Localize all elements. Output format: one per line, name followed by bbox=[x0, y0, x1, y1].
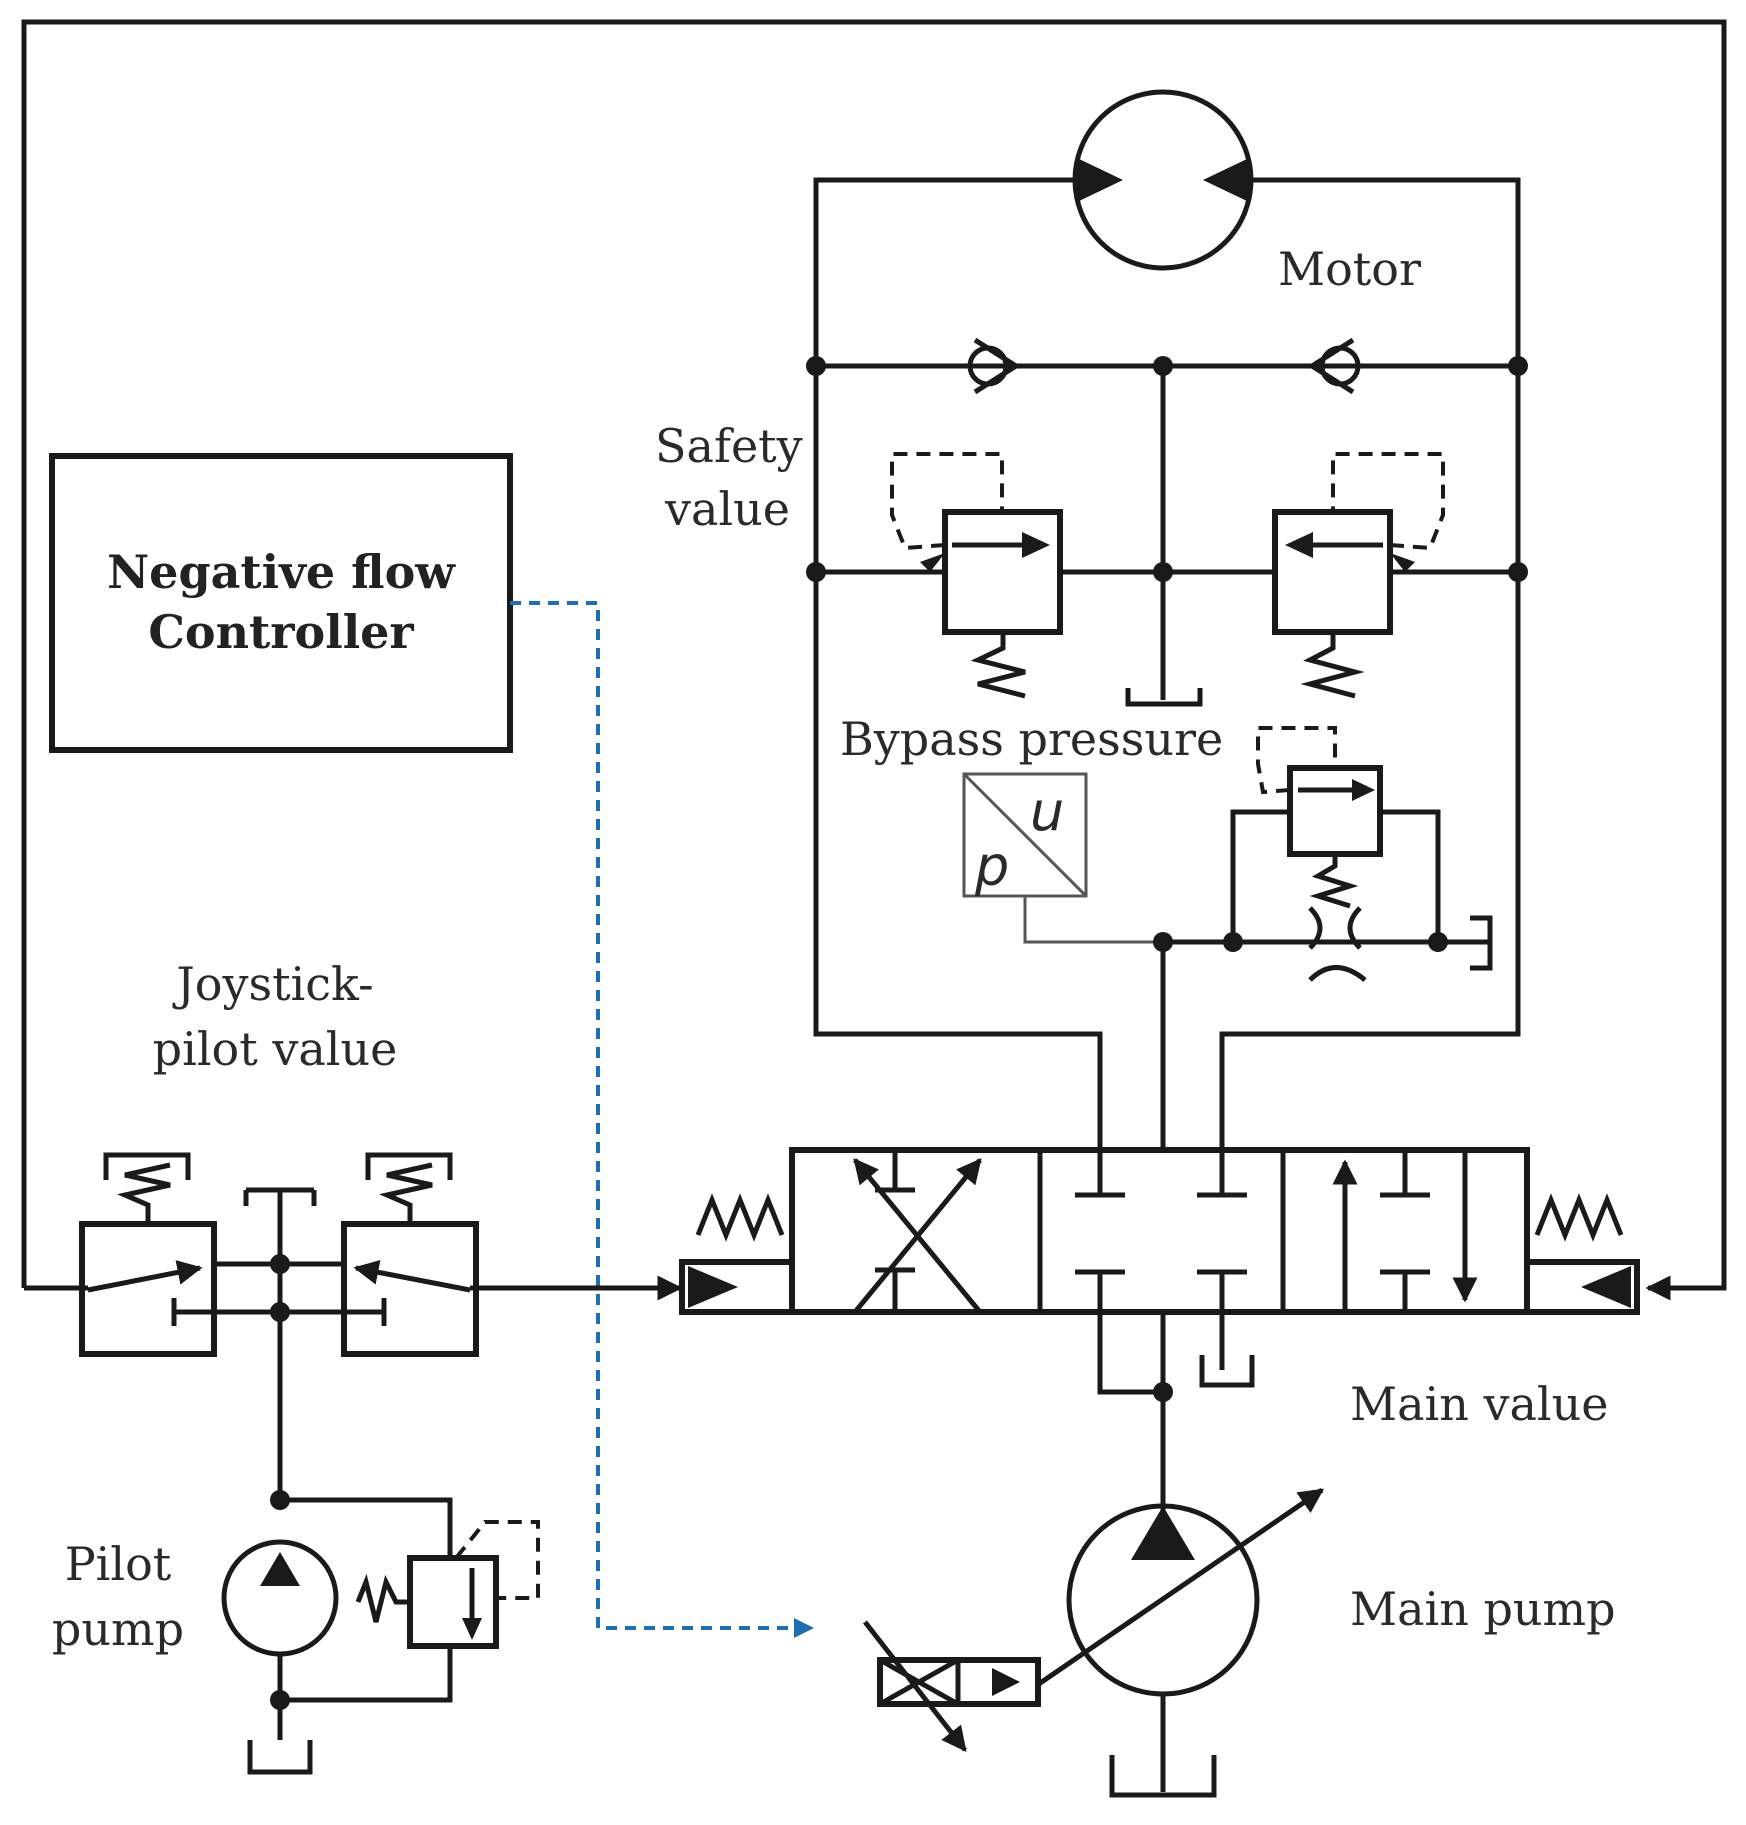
pilot-pump-label-line1: Pilot bbox=[65, 1537, 172, 1591]
bypass-pressure-label: Bypass pressure bbox=[840, 712, 1223, 766]
controller-box bbox=[49, 453, 513, 753]
main-pump bbox=[1028, 1487, 1325, 1798]
main-valve-label: Main value bbox=[1350, 1377, 1608, 1431]
joystick-label-line2: pilot value bbox=[153, 1022, 398, 1076]
pressure-sensor bbox=[962, 772, 1163, 944]
pump-regulator bbox=[863, 1620, 1041, 1752]
safety-valves bbox=[806, 366, 1528, 707]
check-valves bbox=[806, 337, 1528, 395]
safety-label-line2: value bbox=[664, 482, 790, 536]
motor-label: Motor bbox=[1278, 242, 1421, 296]
safety-label-line1: Safety bbox=[655, 419, 803, 473]
sensor-p: p bbox=[974, 835, 1009, 898]
joystick-label-line1: Joystick- bbox=[172, 957, 373, 1011]
bypass-circuit bbox=[1153, 726, 1493, 1150]
pilot-pump-label-line2: pump bbox=[52, 1602, 184, 1656]
motor-symbol bbox=[1072, 89, 1254, 271]
joystick-pilot-valve bbox=[24, 1152, 683, 1500]
controller-label-line2: Controller bbox=[148, 605, 414, 659]
controller-label-line1: Negative flow bbox=[107, 545, 456, 599]
main-pump-label: Main pump bbox=[1350, 1582, 1616, 1636]
motor-circuit-lines bbox=[813, 177, 1521, 1150]
control-signal-line bbox=[510, 601, 814, 1638]
main-valve bbox=[679, 1147, 1724, 1510]
sensor-u: u bbox=[1030, 780, 1064, 843]
pilot-pump bbox=[221, 1490, 540, 1775]
